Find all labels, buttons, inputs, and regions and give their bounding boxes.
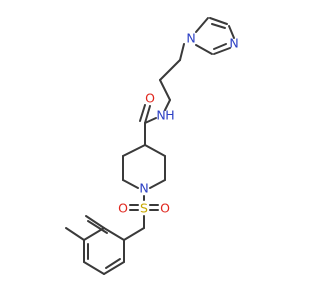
- bond: [65, 227, 85, 241]
- bond: [103, 261, 125, 275]
- molecule-drawing: N N N H O N S O O: [65, 17, 239, 275]
- bond: [144, 144, 166, 157]
- imidazole-n3-label: N: [229, 36, 238, 51]
- bond: [87, 220, 108, 234]
- bond: [159, 59, 181, 81]
- bond: [144, 117, 157, 124]
- bond: [179, 43, 185, 61]
- bond: [85, 215, 105, 229]
- imidazole-n-label: N: [186, 31, 195, 46]
- bond: [228, 25, 235, 39]
- amide-h-label: H: [165, 108, 174, 123]
- imidazole-ring: [195, 17, 235, 55]
- piperidine-ring: [122, 144, 166, 189]
- bond: [103, 227, 125, 241]
- piperidine-n-label: N: [139, 181, 148, 196]
- bond: [213, 47, 231, 55]
- benzyl-group: [65, 215, 145, 275]
- amide-nh-label: N: [156, 108, 165, 123]
- sulfur-label: S: [140, 201, 148, 216]
- bond: [123, 227, 145, 241]
- bond: [105, 258, 121, 269]
- structure-diagram: N N N H O N S O O: [65, 17, 239, 275]
- bond: [149, 179, 166, 189]
- propyl-chain: [159, 43, 185, 111]
- bond: [164, 99, 171, 111]
- bond: [139, 104, 146, 122]
- sulfonyl-group: [129, 195, 159, 229]
- atom-labels: N N N H O N S O O: [118, 31, 239, 216]
- bond: [144, 105, 151, 124]
- carbonyl-o-label: O: [145, 91, 155, 106]
- bond: [195, 17, 209, 33]
- bond: [159, 79, 171, 101]
- sulfonyl-o-right-label: O: [160, 201, 170, 216]
- bond: [213, 43, 227, 50]
- amide-group: [139, 104, 157, 146]
- bond: [122, 144, 146, 157]
- bond: [122, 179, 139, 189]
- sulfonyl-o-left-label: O: [118, 201, 128, 216]
- bond: [211, 23, 226, 29]
- bond: [195, 44, 213, 55]
- bond: [209, 17, 228, 25]
- bond: [83, 261, 105, 275]
